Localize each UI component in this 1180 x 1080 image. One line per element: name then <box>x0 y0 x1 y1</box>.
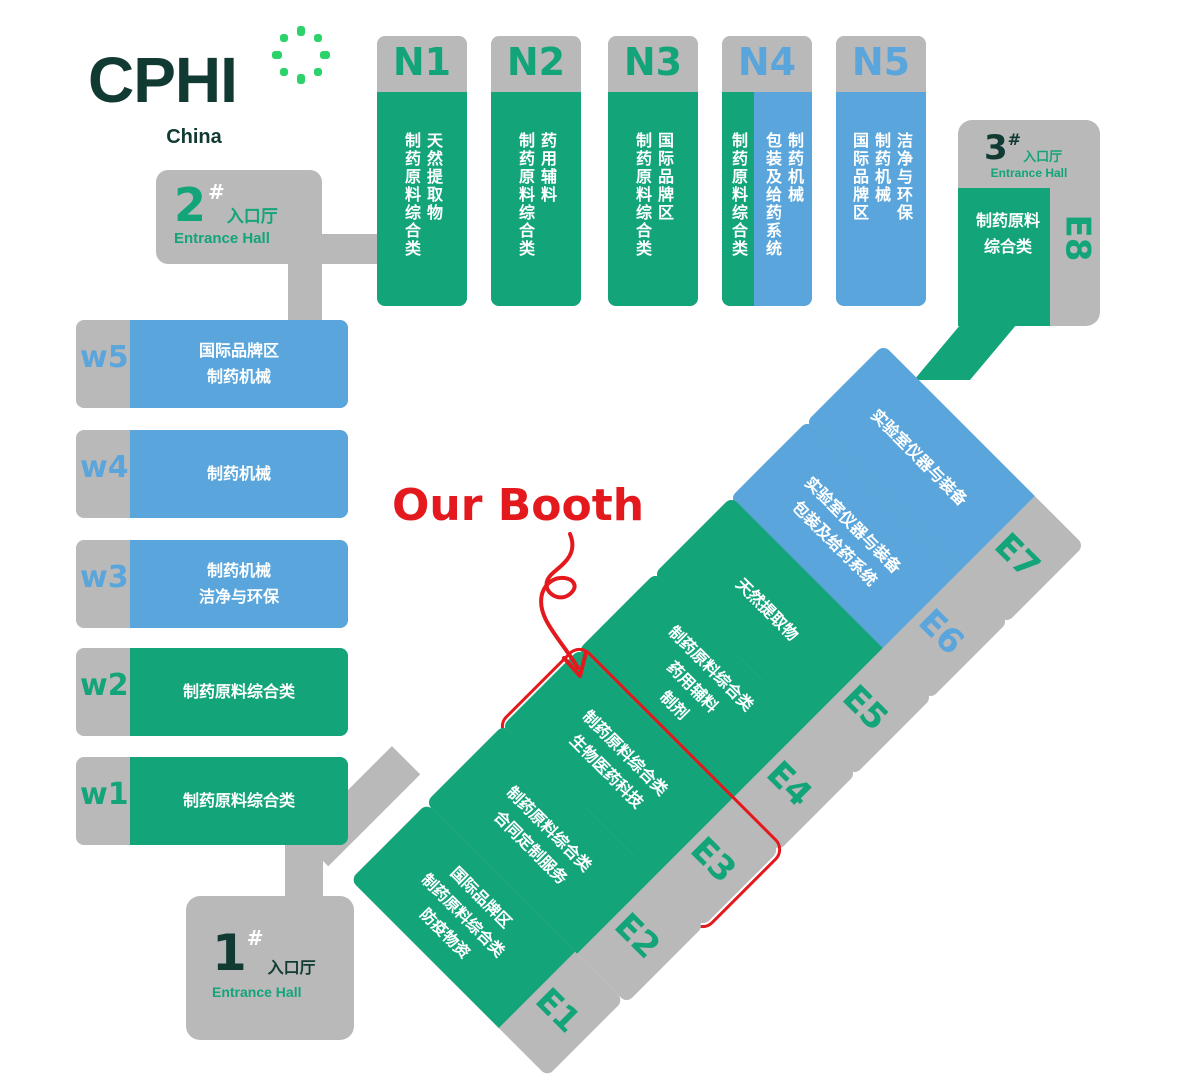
hall-w4-number: w4 <box>80 450 129 485</box>
hall-w3-line-2: 洁净与环保 <box>198 587 279 606</box>
hall-n3-line-2: 国际品牌区 <box>655 132 674 222</box>
hall-w3-zone: 制药机械 洁净与环保 <box>130 540 348 628</box>
entrance-3-label: 入口厅 <box>1023 150 1063 165</box>
hall-w3-number: w3 <box>80 560 129 595</box>
hall-w4: w4 制药机械 <box>76 430 348 518</box>
entrance-3-en: Entrance Hall <box>990 166 1068 180</box>
hall-n3-zone: 制药原料综合类 国际品牌区 <box>608 92 698 306</box>
entrance-hall-1: 1 # 入口厅 Entrance Hall <box>186 896 354 1040</box>
entrance-1-mark: # <box>246 926 264 950</box>
hall-e8-number: E8 <box>1057 214 1098 262</box>
hall-w5-line-1: 国际品牌区 <box>198 341 279 360</box>
hall-n3-line-1: 制药原料综合类 <box>633 132 652 258</box>
hall-n3-number: N3 <box>623 40 683 84</box>
hall-n4: N4 制药原料综合类 包装及给药系统 制药机械 <box>722 36 812 306</box>
hall-e1-number: E1 <box>527 980 588 1041</box>
entrance-2-number: 2 <box>174 178 207 232</box>
hall-n5-line-3: 洁净与环保 <box>894 132 913 222</box>
hall-n1-number: N1 <box>392 40 452 84</box>
hall-n4-green-line: 制药原料综合类 <box>729 132 748 258</box>
hall-w5-number: w5 <box>80 340 129 375</box>
corridor-2-w5 <box>288 256 322 326</box>
hall-n5-line-2: 制药机械 <box>872 132 891 204</box>
hall-n1-line-1: 制药原料综合类 <box>402 132 421 258</box>
hall-e8-line-2: 综合类 <box>983 237 1032 256</box>
hall-n2-zone: 制药原料综合类 药用辅料 <box>491 92 581 306</box>
hall-n2-line-1: 制药原料综合类 <box>516 132 535 258</box>
hall-n1-line-2: 天然提取物 <box>424 132 443 222</box>
hall-w3-line-1: 制药机械 <box>206 561 271 580</box>
hall-n2-number: N2 <box>506 40 566 84</box>
hall-w2-number: w2 <box>80 668 129 703</box>
hall-e8: 制药原料 综合类 <box>958 188 1050 326</box>
entrance-1-en: Entrance Hall <box>212 984 302 1000</box>
hall-w2-zone: 制药原料综合类 <box>130 648 348 736</box>
hall-n5-number: N5 <box>851 40 911 84</box>
hall-w4-zone: 制药机械 <box>130 430 348 518</box>
entrance-hall-2: 2 # 入口厅 Entrance Hall <box>156 170 322 264</box>
hall-e2-number: E2 <box>606 905 668 967</box>
logo-dots-icon <box>272 26 330 84</box>
hall-n1: N1 制药原料综合类 天然提取物 <box>377 36 467 306</box>
our-booth-label: Our Booth <box>392 480 645 531</box>
hall-n3: N3 制药原料综合类 国际品牌区 <box>608 36 698 306</box>
hall-w5-zone: 国际品牌区 制药机械 <box>130 320 348 408</box>
hall-n2: N2 制药原料综合类 药用辅料 <box>491 36 581 306</box>
entrance-1-number: 1 <box>212 924 247 982</box>
hall-n5-line-1: 国际品牌区 <box>850 132 869 222</box>
logo-subtitle: China <box>166 126 222 148</box>
hall-n5: N5 国际品牌区 制药机械 洁净与环保 <box>836 36 926 306</box>
booth-arrow-icon <box>539 532 588 678</box>
hall-n4-number: N4 <box>737 40 797 84</box>
entrance-3-number: 3 <box>984 128 1008 168</box>
hall-w1-number: w1 <box>80 777 129 812</box>
hall-w5: w5 国际品牌区 制药机械 <box>76 320 348 408</box>
corridor-e8-e7 <box>913 318 1023 380</box>
entrance-2-label: 入口厅 <box>226 207 278 227</box>
cphi-logo: CPHI China <box>88 48 244 149</box>
hall-w3: w3 制药机械 洁净与环保 <box>76 540 348 628</box>
entrance-1-label: 入口厅 <box>267 958 316 977</box>
hall-n4-blue-line-1: 包装及给药系统 <box>763 132 782 258</box>
hall-w1: w1 制药原料综合类 <box>76 757 348 845</box>
hall-n4-blue-line-2: 制药机械 <box>785 132 804 204</box>
hall-e8-label-strip: E8 <box>1050 188 1100 298</box>
logo-text: CPHI <box>88 44 238 116</box>
hall-w5-line-2: 制药机械 <box>206 367 271 386</box>
hall-n4-green-zone: 制药原料综合类 <box>722 92 754 306</box>
hall-e8-line-1: 制药原料 <box>975 211 1040 230</box>
hall-n1-zone: 制药原料综合类 天然提取物 <box>377 92 467 306</box>
entrance-2-en: Entrance Hall <box>174 230 270 247</box>
hall-n5-zone: 国际品牌区 制药机械 洁净与环保 <box>836 92 926 306</box>
hall-w1-zone: 制药原料综合类 <box>130 757 348 845</box>
hall-w1-line-1: 制药原料综合类 <box>182 791 295 810</box>
hall-e8-text: 制药原料 综合类 <box>958 208 1058 260</box>
entrance-2-mark: # <box>208 180 225 204</box>
hall-w4-line-1: 制药机械 <box>206 464 271 483</box>
hall-w2-line-1: 制药原料综合类 <box>182 682 295 701</box>
entrance-3-mark: # <box>1007 130 1022 149</box>
hall-n4-blue-zone: 包装及给药系统 制药机械 <box>754 92 812 306</box>
hall-w2: w2 制药原料综合类 <box>76 648 348 736</box>
hall-n2-line-2: 药用辅料 <box>538 132 557 204</box>
